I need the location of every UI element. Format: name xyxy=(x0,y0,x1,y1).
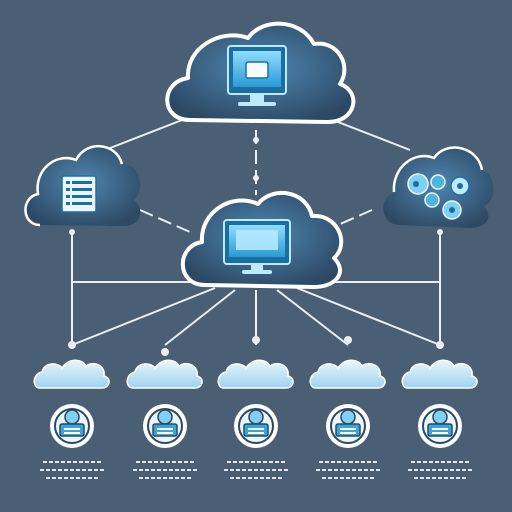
client-node xyxy=(33,359,110,479)
small-cloud-icon xyxy=(33,359,110,389)
client-caption xyxy=(316,461,380,479)
device-cluster-icon xyxy=(407,173,470,220)
client-caption xyxy=(133,461,197,479)
small-cloud-icon xyxy=(309,359,386,389)
left-cloud-node xyxy=(24,144,141,227)
small-cloud-icon xyxy=(126,359,203,389)
client-caption xyxy=(224,461,288,479)
client-row xyxy=(33,359,478,479)
client-caption xyxy=(40,461,104,479)
small-cloud-icon xyxy=(401,359,478,389)
client-node xyxy=(309,359,386,479)
connector-dots xyxy=(68,137,444,356)
right-cloud-node xyxy=(383,146,494,228)
top-cloud-node xyxy=(165,21,356,124)
client-node xyxy=(126,359,203,479)
shield-badge-icon xyxy=(143,404,187,448)
shield-badge-icon xyxy=(50,404,94,448)
shield-badge-icon xyxy=(418,404,462,448)
monitor-icon xyxy=(227,45,287,106)
client-caption xyxy=(408,461,472,479)
small-cloud-icon xyxy=(217,359,294,389)
center-cloud-node xyxy=(180,190,344,289)
monitor-icon xyxy=(223,219,291,274)
client-node xyxy=(217,359,294,479)
document-list-icon xyxy=(61,175,97,213)
client-node xyxy=(401,359,478,479)
shield-badge-icon xyxy=(234,404,278,448)
shield-badge-icon xyxy=(326,404,370,448)
